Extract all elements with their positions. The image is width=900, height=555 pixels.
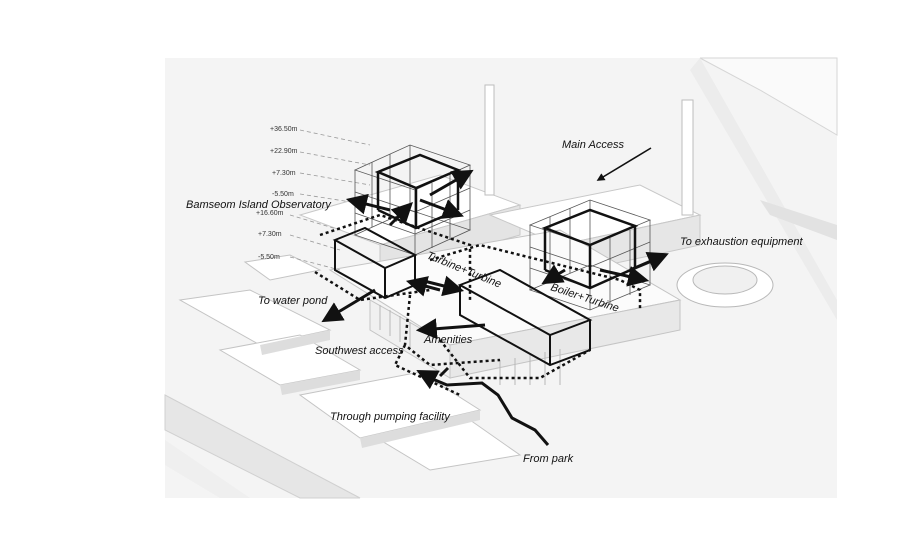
turbine-box-right — [457, 268, 593, 367]
main-access-label: Main Access — [562, 139, 624, 151]
water-pond-arrow — [321, 288, 376, 323]
observatory-arrow-left — [345, 193, 391, 215]
level-label: -5.50m — [272, 191, 294, 198]
observatory-arrow-in — [388, 202, 413, 227]
southwest-label: Southwest access — [315, 345, 404, 357]
levels-upper: +36.50m +22.90m +7.30m -5.50m — [270, 126, 298, 198]
embankment-shadows — [260, 330, 480, 448]
pump-route — [438, 366, 450, 378]
level-label: +7.30m — [258, 231, 282, 238]
level-label: -5.50m — [258, 254, 280, 261]
turbine-box-left — [332, 226, 418, 300]
observatory-label: Bamseom Island Observatory — [186, 199, 332, 211]
level-label: +36.50m — [270, 126, 298, 133]
amenities-label: Amenities — [423, 334, 473, 346]
amenities-arrow — [415, 318, 486, 340]
turbine-link-arrow-left — [405, 276, 441, 297]
exhaustion-arrow — [599, 266, 650, 287]
boiler-arrow-down — [541, 264, 566, 285]
observatory-arrow-right — [419, 198, 464, 219]
park-label: From park — [523, 453, 574, 465]
levels-lower: +16.60m +7.30m -5.50m — [256, 210, 284, 261]
road-strips — [164, 57, 838, 499]
main-access-arrow — [596, 147, 652, 181]
level-label: +22.90m — [270, 148, 298, 155]
exhaustion-label: To exhaustion equipment — [680, 236, 803, 248]
level-label: +7.30m — [272, 170, 296, 177]
park-route-arrow — [416, 370, 550, 446]
water-pond-label: To water pond — [258, 295, 328, 307]
circulation-arrows — [321, 147, 669, 446]
observatory-arrow-up — [429, 169, 474, 197]
boiler-arrow-up — [629, 251, 669, 272]
circulation-dotted — [314, 213, 642, 397]
level-label: +16.60m — [256, 210, 284, 217]
pumping-label: Through pumping facility — [330, 411, 451, 423]
chimneys — [484, 84, 694, 216]
